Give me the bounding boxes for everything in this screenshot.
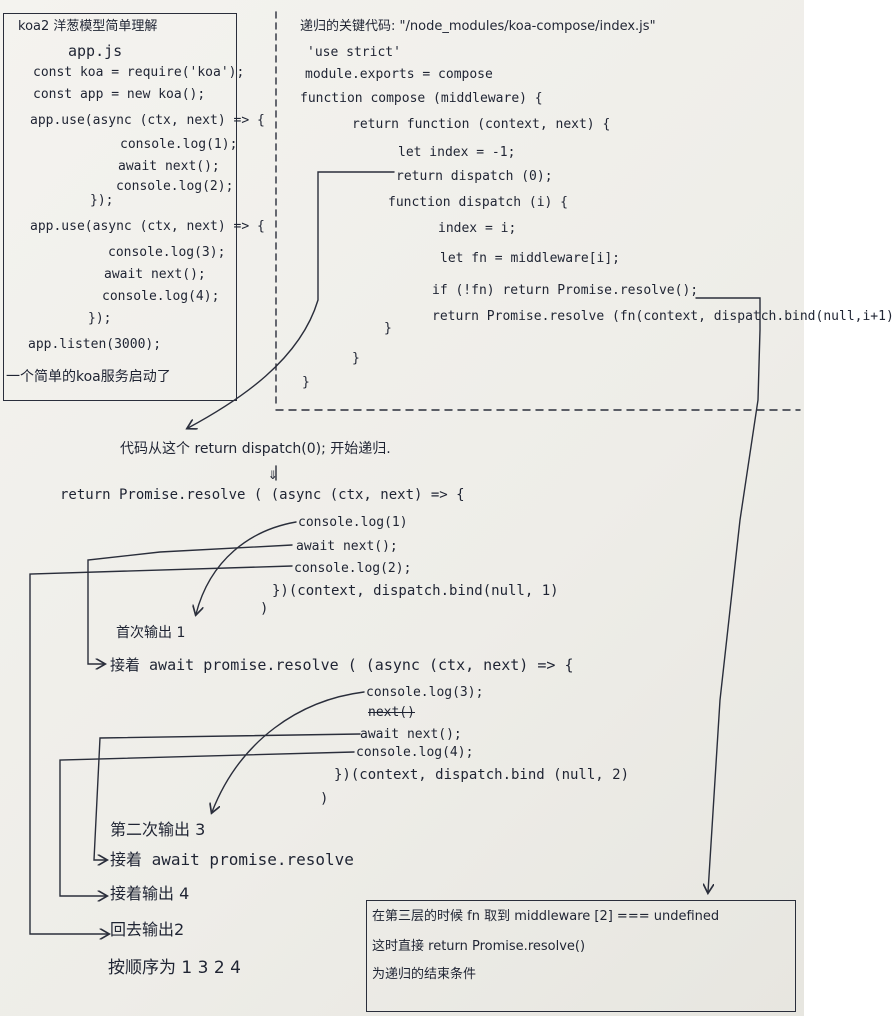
walkthrough-line: 接着 await promise.resolve ( (async (ctx, … xyxy=(110,656,574,674)
left-box-title: koa2 洋葱模型简单理解 xyxy=(18,19,158,34)
arrow-dispatch0 xyxy=(188,171,395,428)
arrow-resolve-to-note xyxy=(695,297,761,892)
code-line: } xyxy=(352,351,360,366)
first-output-label: 首次输出 1 xyxy=(116,625,186,641)
struck-text: next() xyxy=(368,705,415,720)
walkthrough-line: })(context, dispatch.bind(null, 1) xyxy=(272,583,559,599)
arrow-next2 xyxy=(93,733,361,860)
code-line: let fn = middleware[i]; xyxy=(440,251,621,266)
arrow-log3 xyxy=(212,691,365,812)
note-box xyxy=(366,900,796,1012)
walkthrough-line: ) xyxy=(320,791,329,807)
code-line: }); xyxy=(88,311,112,326)
code-line: console.log(4); xyxy=(102,289,220,304)
walkthrough-line: console.log(4); xyxy=(356,745,474,760)
then-output-label: 接着输出 4 xyxy=(110,884,190,903)
order-label: 按顺序为 1 3 2 4 xyxy=(108,958,241,978)
code-line: console.log(3); xyxy=(108,245,226,260)
code-line: function compose (middleware) { xyxy=(300,91,543,106)
annotation-lines xyxy=(29,11,801,1016)
walkthrough-line: return Promise.resolve ( (async (ctx, ne… xyxy=(60,487,465,503)
code-line: const app = new koa(); xyxy=(33,87,206,102)
code-line: return dispatch (0); xyxy=(396,169,553,184)
walkthrough-line: await next(); xyxy=(296,539,398,554)
second-output-label: 第二次输出 3 xyxy=(110,820,206,839)
code-line: return Promise.resolve (fn(context, disp… xyxy=(432,309,894,324)
walkthrough-line: console.log(1) xyxy=(298,515,408,530)
code-line: console.log(1); xyxy=(120,137,238,152)
code-line: const koa = require('koa'); xyxy=(33,65,245,80)
code-line: console.log(2); xyxy=(116,179,234,194)
code-line: module.exports = compose xyxy=(305,67,493,82)
code-line: app.listen(3000); xyxy=(28,337,162,352)
down-arrow-icon: ⇓ xyxy=(268,464,278,483)
code-line: await next(); xyxy=(118,159,220,174)
back-output-label: 回去输出2 xyxy=(110,920,185,939)
arrow-log1 xyxy=(196,521,297,614)
code-line: 'use strict' xyxy=(307,45,401,60)
code-line: let index = -1; xyxy=(398,145,516,160)
then-resolve-label: 接着 await promise.resolve xyxy=(110,850,354,869)
walkthrough-line: })(context, dispatch.bind (null, 2) xyxy=(334,767,630,783)
note-line: 这时直接 return Promise.resolve() xyxy=(372,939,586,954)
walkthrough-line: ) xyxy=(260,601,269,617)
code-line: } xyxy=(384,321,392,336)
filename-label: app.js xyxy=(68,42,123,60)
walkthrough-line: console.log(3); xyxy=(366,685,484,700)
code-line: await next(); xyxy=(104,267,206,282)
walkthrough-intro: 代码从这个 return dispatch(0); 开始递归. xyxy=(120,441,391,457)
app-js-box xyxy=(3,13,237,401)
arrow-log4 xyxy=(59,751,355,896)
arrow-log2 xyxy=(29,565,293,934)
note-line: 在第三层的时候 fn 取到 middleware [2] === undefin… xyxy=(372,909,720,924)
arrow-next1 xyxy=(87,544,293,664)
code-line: index = i; xyxy=(438,221,517,236)
left-box-footer: 一个简单的koa服务启动了 xyxy=(6,369,171,385)
code-line: }); xyxy=(90,193,114,208)
code-line: app.use(async (ctx, next) => { xyxy=(30,113,265,128)
compose-title: 递归的关键代码: "/node_modules/koa-compose/inde… xyxy=(300,19,656,34)
walkthrough-line: await next(); xyxy=(360,727,462,742)
walkthrough-line: console.log(2); xyxy=(294,561,412,576)
code-line: function dispatch (i) { xyxy=(388,195,569,210)
code-line: if (!fn) return Promise.resolve(); xyxy=(432,283,699,298)
code-line: app.use(async (ctx, next) => { xyxy=(30,219,265,234)
code-line: return function (context, next) { xyxy=(352,117,611,132)
code-line: } xyxy=(302,375,310,390)
note-line: 为递归的结束条件 xyxy=(372,967,477,982)
